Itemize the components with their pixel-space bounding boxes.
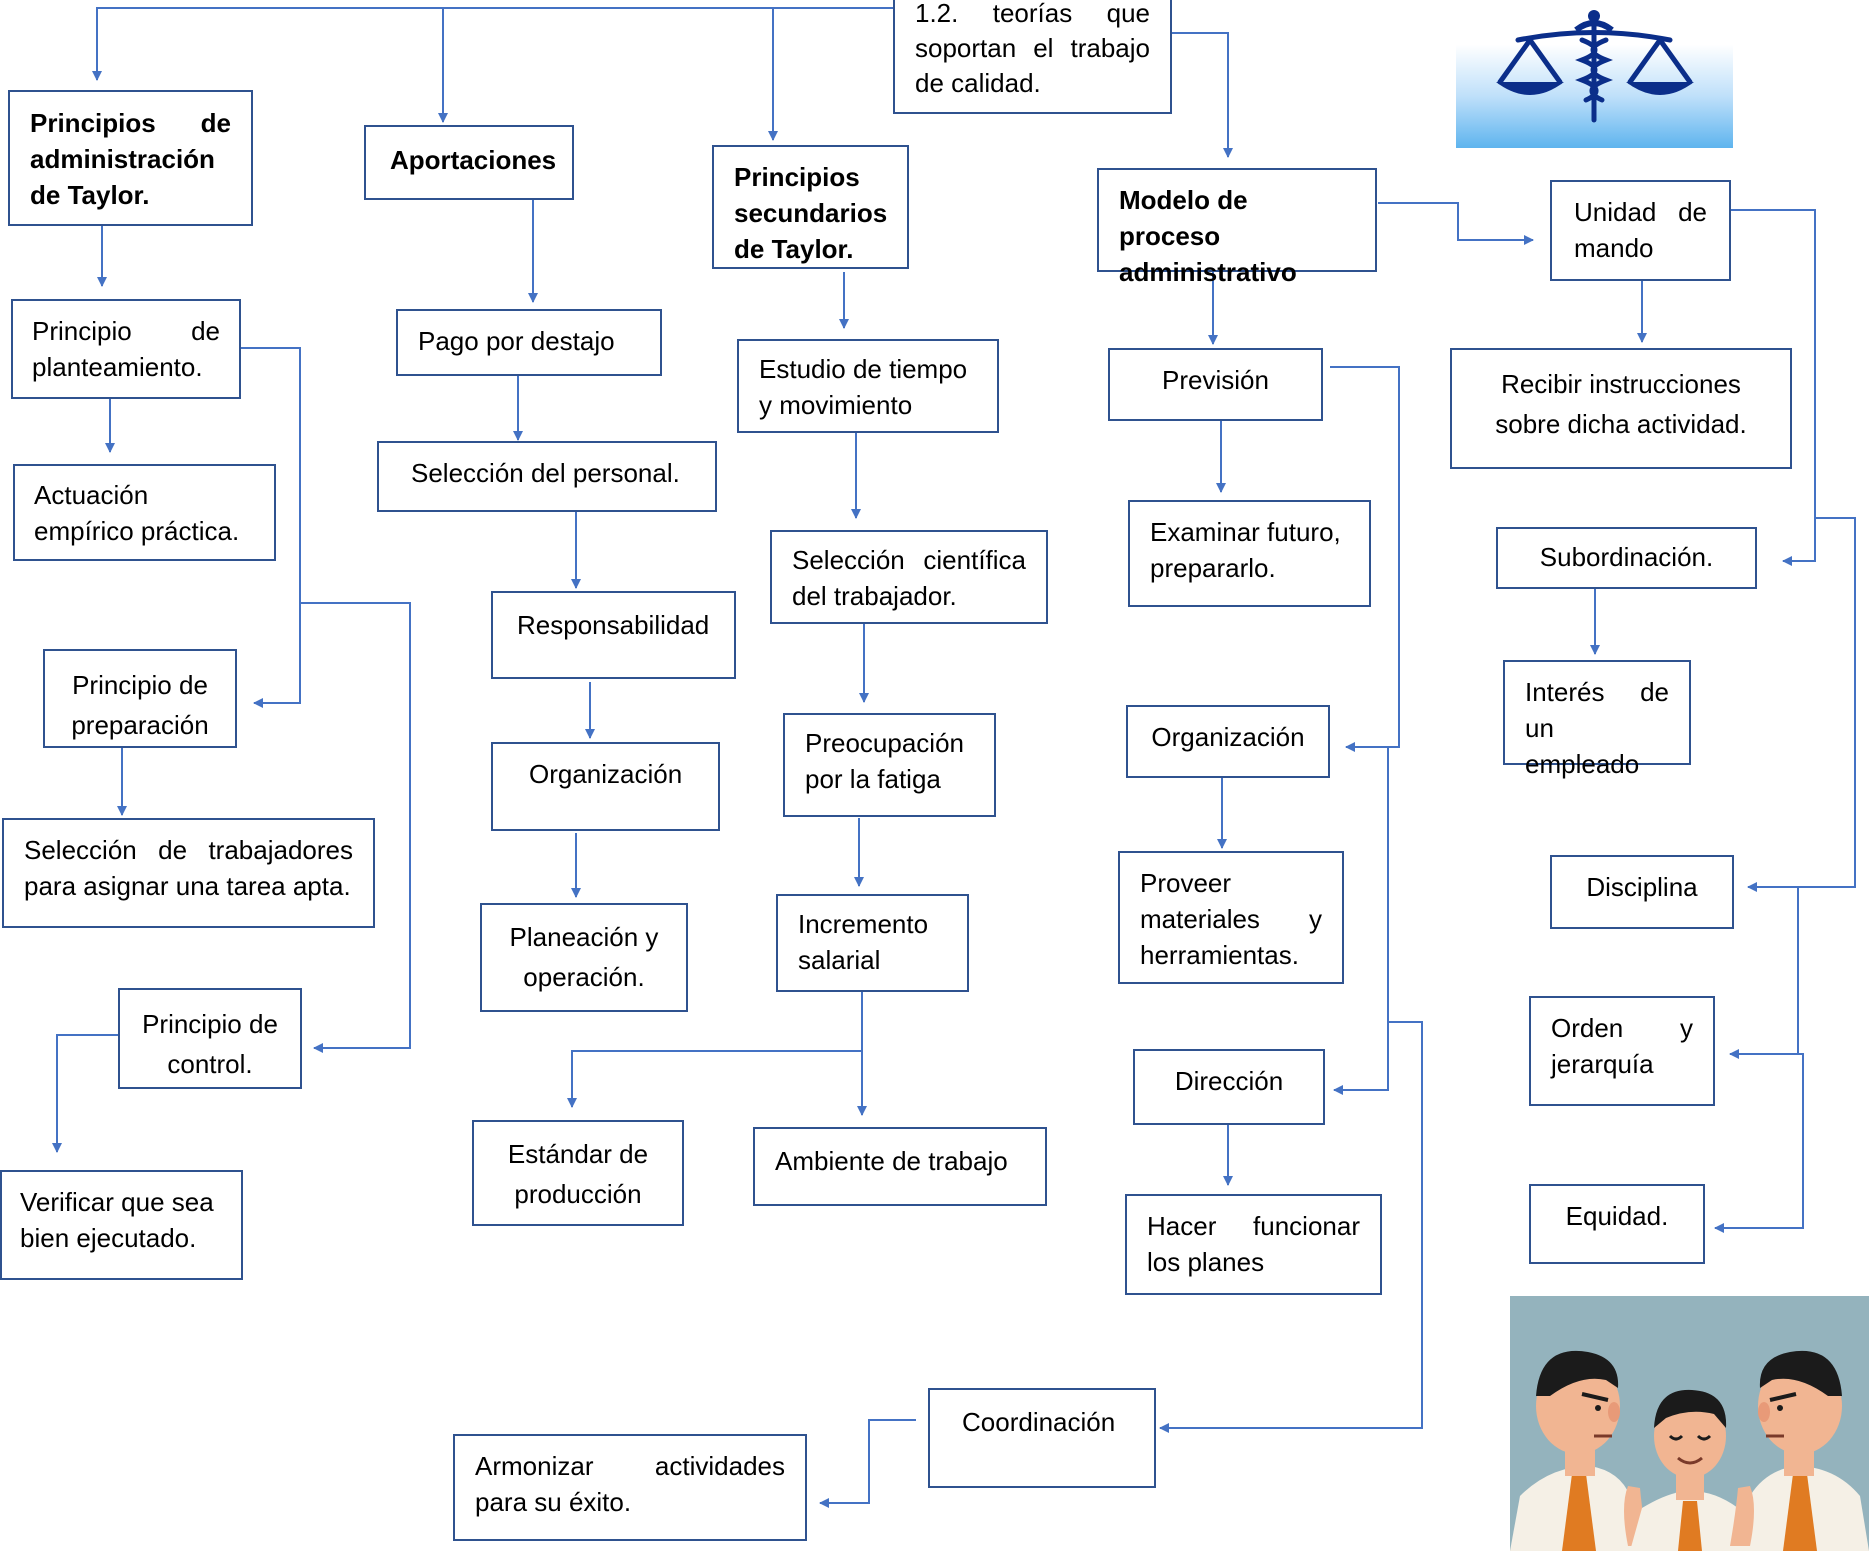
control-node: Principio de control. <box>118 988 302 1089</box>
connector-coordinacion-to-armonizar <box>819 1419 916 1508</box>
unidad-title: Unidad de mando <box>1550 180 1731 281</box>
connector-to-orden <box>1729 887 1799 1059</box>
recibir-node: Recibir instrucciones sobre dicha activi… <box>1450 348 1792 469</box>
actuacion-node: Actuación empírico práctica. <box>13 464 276 561</box>
businessmen-icon <box>1510 1350 1869 1551</box>
direccion-node: Dirección <box>1133 1049 1325 1125</box>
connector-to-direccion <box>1333 747 1389 1095</box>
verificar-node: Verificar que sea bien ejecutado. <box>0 1170 243 1280</box>
connector-planteamiento-to-preparacion <box>240 347 301 708</box>
fatiga-node: Preocupación por la fatiga <box>783 713 996 817</box>
orden-node: Orden y jerarquía <box>1529 996 1715 1106</box>
connector-prevision-to-organizacion <box>1330 366 1400 752</box>
responsabilidad-node: Responsabilidad <box>491 591 736 679</box>
planteamiento-node: Principio de planteamiento. <box>11 299 241 399</box>
aportaciones-organizacion-node: Organización <box>491 742 720 831</box>
seleccion-cientifica-node: Selección científica del trabajador. <box>770 530 1048 624</box>
connector-control-to-verificar <box>52 1034 118 1153</box>
connector-to-equidad <box>1714 1053 1804 1233</box>
caduceus-scale-image <box>1456 0 1733 148</box>
pago-node: Pago por destajo <box>396 309 662 376</box>
connector-modelo-to-unidad <box>1378 202 1534 245</box>
disciplina-node: Disciplina <box>1550 855 1734 929</box>
planeacion-node: Planeación y operación. <box>480 903 688 1012</box>
prevision-node: Previsión <box>1108 348 1323 421</box>
subordinacion-node: Subordinación. <box>1496 527 1757 589</box>
examinar-node: Examinar futuro, prepararlo. <box>1128 500 1371 607</box>
modelo-title: Modelo de proceso administrativo <box>1097 168 1377 287</box>
proveer-node: Proveer materiales y herramientas. <box>1118 851 1344 984</box>
coordinacion-node: Coordinación <box>928 1388 1156 1488</box>
secundarios-title: Principios secundarios de Taylor. <box>712 145 909 269</box>
connector-to-control <box>300 602 411 1053</box>
seleccion-trabajadores-node: Selección de trabajadores para asignar u… <box>2 818 375 928</box>
connector-to-disciplina <box>1747 517 1856 892</box>
businessmen-illustration <box>1510 1296 1869 1551</box>
connector-to-coordinacion <box>1159 1021 1423 1433</box>
armonizar-node: Armonizar actividades para su éxito. <box>453 1434 807 1541</box>
equidad-node: Equidad. <box>1529 1184 1705 1264</box>
connector-unidad-to-subordinacion <box>1731 209 1816 566</box>
ambiente-node: Ambiente de trabajo <box>753 1127 1047 1206</box>
aportaciones-title: Aportaciones <box>364 125 574 200</box>
preparacion-node: Principio de preparación <box>43 649 237 748</box>
connector-root-to-taylor <box>92 7 895 81</box>
hacer-node: Hacer funcionar los planes <box>1125 1194 1382 1295</box>
caduceus-icon <box>1496 10 1694 123</box>
taylor-principles-title: Principios de administración de Taylor. <box>8 90 253 226</box>
seleccion-personal-node: Selección del personal. <box>377 441 717 512</box>
connector-root-to-modelo <box>1172 32 1233 158</box>
modelo-organizacion-node: Organización <box>1126 705 1330 778</box>
root-node: 1.2. teorías que soportan el trabajo de … <box>893 0 1172 114</box>
estandar-node: Estándar de producción <box>472 1120 684 1226</box>
incremento-node: Incremento salarial <box>776 894 969 992</box>
connector-incremento-to-estandar <box>567 1050 862 1108</box>
interes-node: Interés de un empleado <box>1503 660 1691 779</box>
estudio-node: Estudio de tiempo y movimiento <box>737 339 999 433</box>
